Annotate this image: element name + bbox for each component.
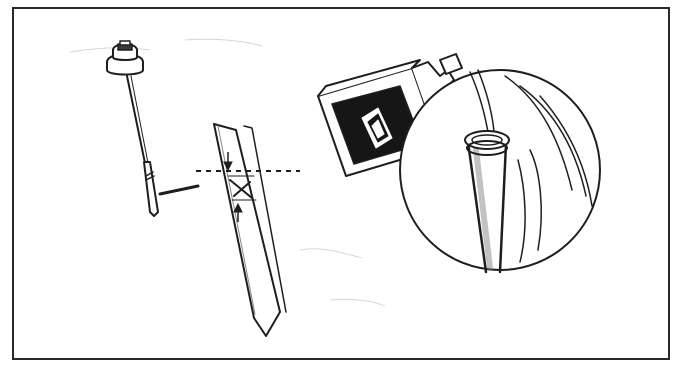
dipstick-closeup-icon: [214, 124, 286, 336]
fill-tube-icon: [400, 70, 600, 272]
dipstick-icon: [107, 41, 198, 216]
